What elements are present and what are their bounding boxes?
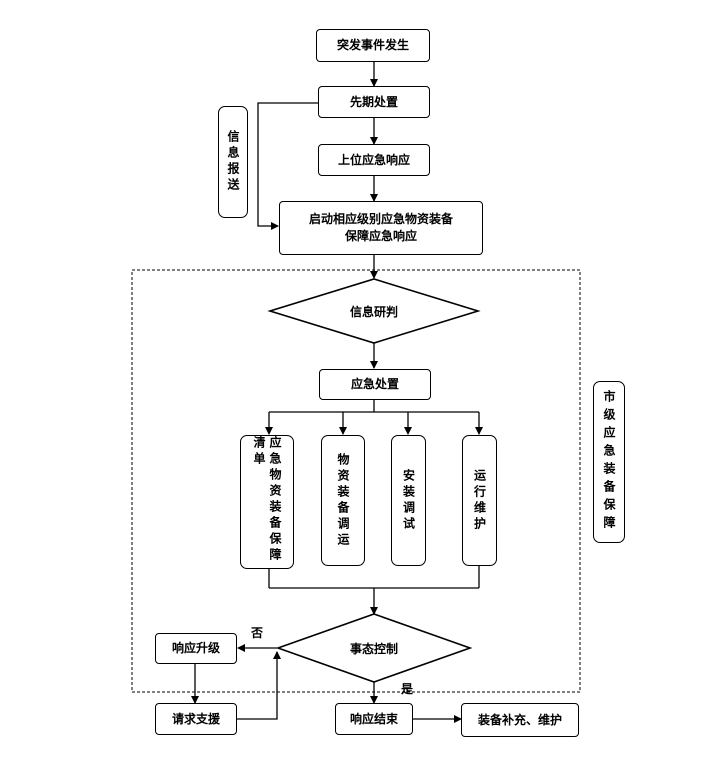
node-support: 请求支援	[155, 703, 237, 735]
node-list: 应急物资装备保障清单	[240, 435, 294, 569]
node-list-label: 应急物资装备保障清单	[252, 436, 282, 564]
node-replenish: 装备补充、维护	[461, 703, 579, 737]
node-start-label: 突发事件发生	[336, 38, 409, 52]
node-operate-label: 运行维护	[472, 468, 487, 533]
arrow-info-report-loop	[257, 102, 318, 230]
node-upgrade-label: 响应升级	[171, 641, 220, 655]
node-end: 响应结束	[335, 703, 413, 735]
node-research-label: 信息研判	[349, 305, 398, 319]
side-label-city: 市级应急装备保障	[593, 381, 625, 543]
node-transport: 物资装备调运	[321, 435, 365, 566]
edge-label-no: 否	[251, 626, 264, 640]
node-install: 安装调试	[391, 435, 426, 566]
node-control-label: 事态控制	[349, 642, 398, 656]
node-initial: 先期处置	[318, 86, 430, 118]
node-handling: 应急处置	[319, 369, 431, 400]
node-transport-label: 物资装备调运	[336, 452, 350, 549]
node-replenish-label: 装备补充、维护	[477, 712, 562, 727]
edge-label-yes: 是	[401, 682, 414, 696]
node-upper-label: 上位应急响应	[337, 152, 410, 167]
node-start: 突发事件发生	[316, 29, 430, 62]
node-end-label: 响应结束	[349, 711, 398, 726]
node-upper: 上位应急响应	[318, 144, 430, 176]
node-install-label: 安装调试	[401, 468, 416, 533]
node-activate: 启动相应级别应急物资装备保障应急响应	[279, 201, 483, 255]
node-activate-label: 启动相应级别应急物资装备保障应急响应	[308, 212, 453, 243]
side-label-city-text: 市级应急装备保障	[602, 390, 616, 534]
node-initial-label: 先期处置	[349, 94, 398, 109]
research-diamond-shape	[267, 278, 481, 344]
control-diamond-shape	[275, 613, 473, 683]
node-handling-label: 应急处置	[350, 377, 399, 391]
node-operate: 运行维护	[462, 435, 497, 566]
node-control: 事态控制	[324, 640, 424, 657]
side-label-report: 信息报送	[218, 106, 248, 218]
node-support-label: 请求支援	[171, 711, 220, 726]
node-research: 信息研判	[324, 303, 424, 320]
node-upgrade: 响应升级	[155, 633, 237, 664]
side-label-report-text: 信息报送	[226, 130, 240, 194]
arrow-support-back-to-control	[237, 651, 281, 720]
